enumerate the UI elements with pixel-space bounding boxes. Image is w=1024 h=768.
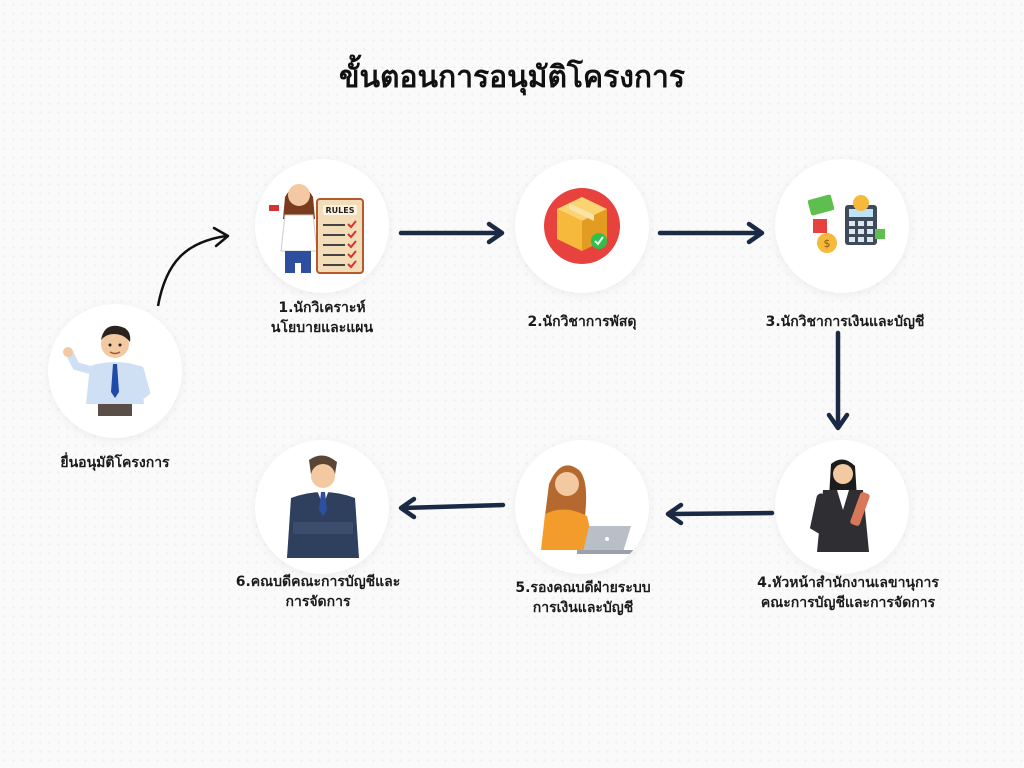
- step-3-node: $: [775, 159, 909, 293]
- arrow-start-to-step1: [156, 234, 227, 307]
- arrow-step4-to-step5: [667, 510, 775, 517]
- step-2-node: [515, 159, 649, 293]
- step-5-label: 5.รองคณบดีฝ่ายระบบ การเงินและบัญชี: [515, 580, 651, 616]
- arrowhead-step2-to-step3: [746, 221, 765, 245]
- woman-holding-folder-icon: [809, 459, 870, 552]
- step-1-node: RULES: [255, 159, 389, 293]
- step-4-label: 4.หัวหน้าสำนักงานเลขานุการ คณะการบัญชีแล…: [757, 575, 939, 611]
- calculator-money-icon: $: [807, 194, 885, 253]
- package-box-check-icon: [544, 188, 620, 264]
- man-pointing-icon: [63, 325, 151, 416]
- step-4-node: [775, 440, 909, 574]
- businessman-arms-crossed-icon: [287, 455, 359, 558]
- step-start-label: ยื่นอนุมัติโครงการ: [60, 455, 170, 471]
- woman-laptop-icon: [541, 465, 633, 554]
- arrowhead-start-to-step1: [212, 226, 230, 248]
- step-1-label: 1.นักวิเคราะห์ นโยบายและแผน: [270, 300, 374, 336]
- arrowhead-step5-to-step6: [398, 496, 417, 520]
- arrowhead-step4-to-step5: [665, 502, 684, 526]
- arrowhead-step1-to-step2: [486, 221, 505, 245]
- arrow-step5-to-step6: [400, 502, 506, 511]
- page-title: ขั้นตอนการอนุมัติโครงการ: [339, 60, 685, 95]
- arrowhead-step3-to-step4: [826, 412, 850, 431]
- step-6-node: [255, 440, 389, 574]
- start-node: [48, 304, 182, 438]
- rules-badge: RULES: [326, 206, 355, 215]
- step-2-label: 2.นักวิชาการพัสดุ: [527, 314, 637, 330]
- step-6-label: 6.คณบดีคณะการบัญชีและ การจัดการ: [235, 574, 401, 610]
- woman-with-rules-checklist-icon: RULES: [268, 184, 364, 274]
- step-3-label: 3.นักวิชาการเงินและบัญชี: [765, 314, 925, 330]
- svg-text:$: $: [824, 237, 831, 250]
- step-5-node: [515, 440, 649, 574]
